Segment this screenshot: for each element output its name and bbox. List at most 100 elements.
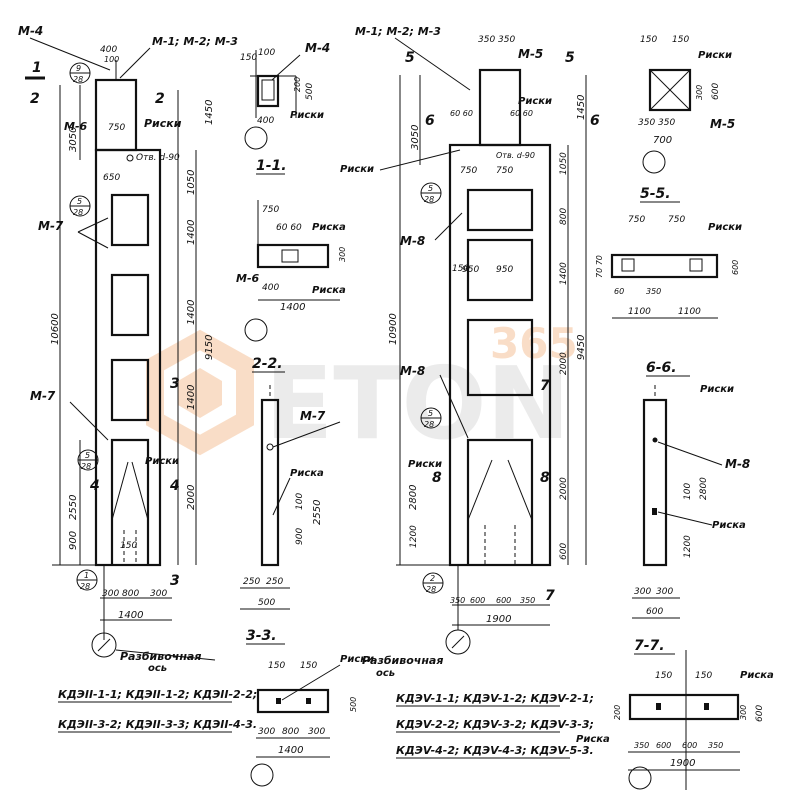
section-1-1: М-4 Риски 150 100 400 200 500 1-1. <box>240 41 330 175</box>
label-m7-s22: М-7 <box>300 409 326 423</box>
label-otv-right: Отв. d-90 <box>496 151 535 160</box>
cut-7-lower: 7 <box>545 588 555 604</box>
section-right-plan: 750 750 Риски 60 350 1100 1100 70 70 600 <box>595 215 742 319</box>
s77-dim-300: 300 <box>739 705 748 720</box>
section-title-1-1: 1-1. <box>256 158 287 174</box>
label-m5-right: М-5 <box>518 47 543 61</box>
section-2-2: 2-2. М-7 Риска 2550 900 100 250 250 500 <box>240 356 341 610</box>
s55-dim-150-b: 150 <box>672 35 689 45</box>
dim-600-ra: 600 <box>470 596 485 605</box>
left-dimensions: 10600 3050 1450 1050 1400 1400 1400 9150… <box>50 45 215 621</box>
s11-dim-200: 200 <box>293 77 302 92</box>
s77-dim-600-a: 600 <box>656 741 671 750</box>
ref-bottom-28-right-b: 28 <box>424 420 434 429</box>
s2-dim-300: 300 <box>338 247 347 262</box>
dim-1900-right: 1900 <box>486 614 511 625</box>
s33-dim-800: 800 <box>282 727 299 737</box>
ref-top-5-right-a: 5 <box>428 184 433 193</box>
label-riski-s55: Риски <box>698 50 732 61</box>
ref-bottom-28-right-a: 28 <box>424 195 434 204</box>
cut-7-upper: 7 <box>540 378 550 394</box>
s55-dim-700: 700 <box>653 135 672 146</box>
ref-top-1: 1 <box>84 571 89 580</box>
dim-300-left-b: 300 <box>150 589 167 599</box>
cut-8-right: 8 <box>540 470 550 486</box>
label-m4-s11: М-4 <box>305 41 330 55</box>
cut-2-right: 2 <box>155 91 165 107</box>
section-5-5: 150 150 Риски М-5 350 350 700 600 300 5-… <box>638 35 735 203</box>
note-right-3: КДЭV-4-2; КДЭV-4-3; КДЭV-5-3. <box>396 744 594 757</box>
dim-600-right: 600 <box>559 543 569 560</box>
dim-2000-right-b: 2000 <box>559 477 569 500</box>
section-title-3-3: 3-3. <box>246 628 277 644</box>
label-riska-s22: Риска <box>290 468 324 479</box>
right-dimensions: 10900 3050 1450 9450 1050 800 1400 2000 … <box>388 35 587 626</box>
dim-2800-right: 2800 <box>408 485 419 510</box>
s55-dim-350350: 350 350 <box>638 118 675 128</box>
axis-marker-right: Разбивочная ось <box>362 629 471 679</box>
label-otv-left: Отв. d-90 <box>136 153 180 163</box>
ref-bottom-28-a: 28 <box>73 75 83 84</box>
cut-8-left: 8 <box>432 470 442 486</box>
os-label-right: ось <box>376 668 395 679</box>
dim-6060-right-a: 60 60 <box>450 109 473 118</box>
dim-2550-left: 2550 <box>68 495 79 520</box>
dim-1400-b: 1400 <box>186 300 197 325</box>
cut-3-bottom: 3 <box>170 573 180 589</box>
label-riski-left: Риски <box>144 117 182 130</box>
label-m8-right-b: М-8 <box>400 364 425 378</box>
dim-3050: 3050 <box>68 127 79 152</box>
note-left-1: КДЭII-1-1; КДЭII-1-2; КДЭII-2-2; <box>58 688 257 701</box>
label-m6-s2: М-6 <box>236 272 260 285</box>
left-labels: М-4 М-1; М-2; М-3 М-6 Риски Отв. d-90 М-… <box>18 24 238 591</box>
s22-dim-900: 900 <box>295 528 305 545</box>
cut-1: 1 <box>32 60 42 76</box>
s22-dim-100: 100 <box>295 493 305 510</box>
razb-label-right: Разбивочная <box>362 654 443 667</box>
s22-dim-500: 500 <box>258 598 275 608</box>
dim-1450: 1450 <box>204 100 215 125</box>
dim-1400-bottom: 1400 <box>118 610 143 621</box>
dim-950-ra: 950 <box>462 265 479 275</box>
section-title-2-2: 2-2. <box>252 356 283 372</box>
s77-dim-600: 600 <box>755 705 765 722</box>
label-m1m2m3-left: М-1; М-2; М-3 <box>152 35 238 48</box>
s77-dim-150-a: 150 <box>655 671 672 681</box>
dim-950-rb: 950 <box>496 265 513 275</box>
s66-dim-2800: 2800 <box>699 477 709 500</box>
ref-bottom-28-c: 28 <box>81 462 91 471</box>
label-riska-s77a: Риска <box>740 670 774 681</box>
label-m4-left: М-4 <box>18 24 43 38</box>
ref-top-9: 9 <box>76 64 81 73</box>
dim-350-rb: 350 <box>520 596 535 605</box>
ref-top-5-a: 5 <box>77 197 82 206</box>
s66-dim-600: 600 <box>646 607 663 617</box>
dim-1450-right: 1450 <box>576 95 587 120</box>
sr-dim-7070: 70 70 <box>595 255 604 278</box>
s66-dim-300-a: 300 <box>634 587 651 597</box>
cut-4-left: 4 <box>89 478 100 494</box>
dim-1400-c: 1400 <box>186 385 197 410</box>
sr-dim-750-b: 750 <box>668 215 685 225</box>
section-7-7: 150 150 Риска Риска 200 300 600 350 600 … <box>576 638 774 790</box>
s22-dim-2550: 2550 <box>312 500 323 525</box>
label-riska-s66: Риска <box>712 520 746 531</box>
dim-400-top: 400 <box>100 45 117 55</box>
s77-dim-1900: 1900 <box>670 758 695 769</box>
section-title-5-5: 5-5. <box>640 186 671 202</box>
dim-6060-right-b: 60 60 <box>510 109 533 118</box>
s11-dim-400: 400 <box>257 116 274 126</box>
ref-bottom-28-d: 28 <box>80 582 90 591</box>
s33-dim-150-a: 150 <box>268 661 285 671</box>
ref-bottom-28-right-c: 28 <box>426 585 436 594</box>
s55-dim-600: 600 <box>711 83 721 100</box>
label-m1m2m3-right: М-1; М-2; М-3 <box>355 25 441 38</box>
label-riski-sr: Риски <box>708 222 742 233</box>
section-title-7-7: 7-7. <box>634 638 665 654</box>
dim-100-top: 100 <box>104 55 119 64</box>
sr-dim-600: 600 <box>731 260 740 275</box>
label-m8-s66: М-8 <box>725 457 750 471</box>
watermark-number: 365 <box>490 319 578 368</box>
s66-dim-300-b: 300 <box>656 587 673 597</box>
